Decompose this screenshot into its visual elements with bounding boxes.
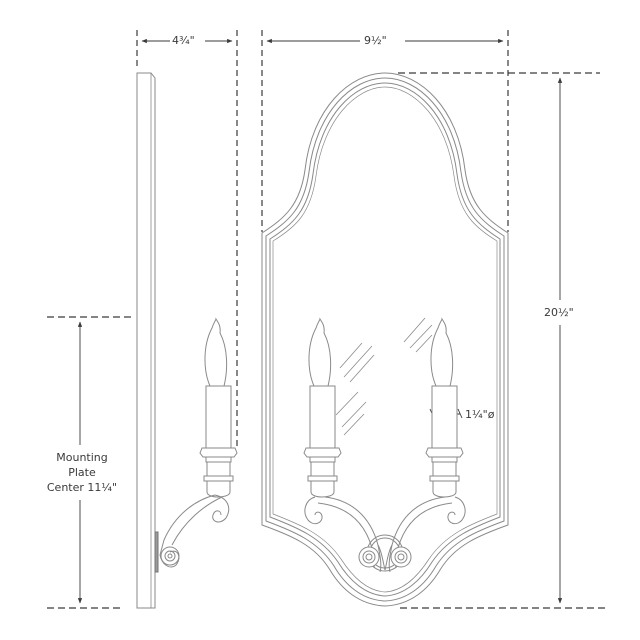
depth-dimension-label: 4¾" — [172, 34, 195, 47]
candle-diameter-label: 1¼"ø — [465, 408, 495, 421]
right-candle — [425, 317, 464, 498]
side-candle-cup — [199, 447, 238, 458]
front-view-fixture — [303, 317, 466, 573]
side-mount-bracket — [154, 531, 159, 573]
mirror-glass-edge — [272, 86, 498, 593]
side-bulb — [204, 317, 228, 387]
dimension-lines — [47, 30, 605, 609]
mirror-frame-inner — [269, 82, 501, 597]
mirror-frame-outer — [261, 72, 509, 607]
mirror-reflection-marks — [335, 317, 433, 436]
scroll-arms — [304, 496, 466, 573]
mounting-plate-line3: Center 11¼" — [46, 481, 118, 494]
mounting-plate-line1: Mounting — [56, 451, 108, 464]
side-view — [136, 72, 238, 609]
side-candle-sleeve — [205, 385, 232, 449]
width-dimension-label: 9½" — [364, 34, 387, 47]
left-bulb — [308, 317, 332, 387]
side-arm — [159, 494, 223, 568]
height-dimension-label: 20½" — [544, 306, 574, 319]
front-view-mirror — [261, 72, 509, 607]
mirror-frame-mid — [265, 77, 505, 602]
side-backplate — [136, 72, 156, 609]
right-bulb — [430, 317, 454, 387]
mounting-plate-line2: Plate — [68, 466, 96, 479]
mounting-plate-label: Mounting Plate Center 11¼" — [27, 450, 137, 495]
left-candle — [303, 317, 342, 498]
